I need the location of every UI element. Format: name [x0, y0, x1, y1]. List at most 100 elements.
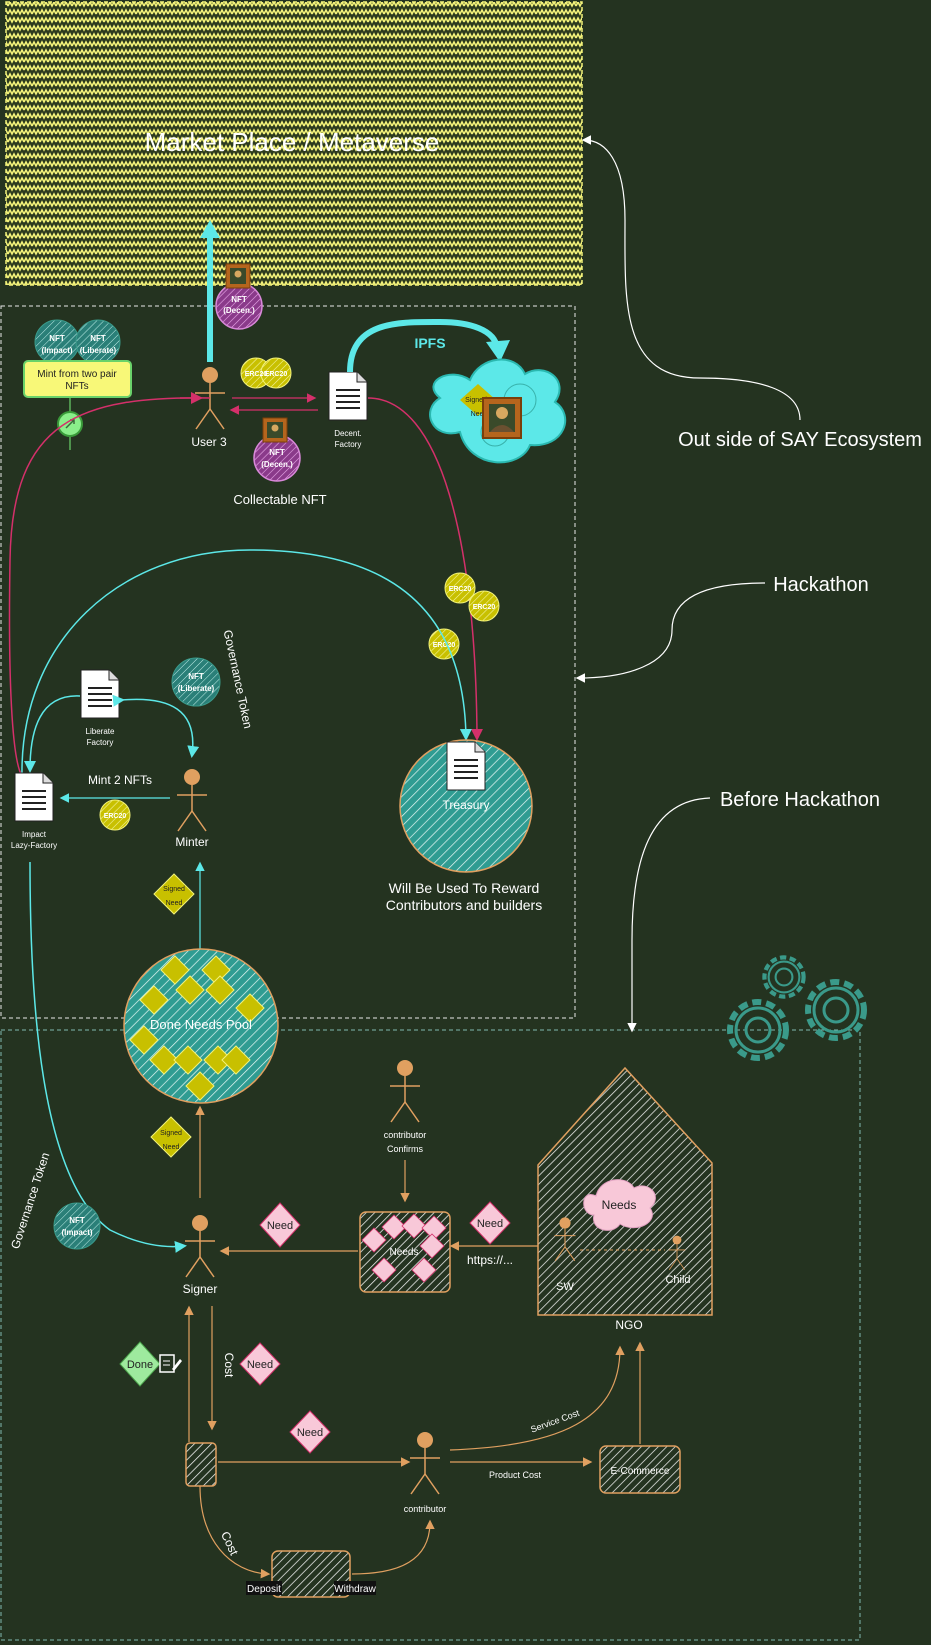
need-diamond-signer [259, 1202, 301, 1248]
impact-factory-doc-icon [14, 772, 54, 822]
minter-label: Minter [175, 835, 208, 849]
factory-to-treasury-arrow [367, 397, 483, 741]
need-diamond-cost [239, 1342, 281, 1386]
market-place-label: Market Place / Metaverse [145, 127, 440, 157]
sw-label: SW [556, 1281, 574, 1293]
edit-document-icon [159, 1354, 182, 1373]
needs-cloud-label: Needs [602, 1198, 637, 1212]
collectable-nft-label: Collectable NFT [233, 492, 326, 507]
market-place-region [5, 1, 583, 286]
needs-box-diamonds [361, 1213, 447, 1283]
svg-text:Done: Done [127, 1359, 153, 1371]
governance-token-arc [21, 549, 472, 777]
svg-text:NFT: NFT [49, 334, 65, 343]
svg-text:(Liberate): (Liberate) [80, 346, 117, 355]
done-needs-pool-label: Done Needs Pool [150, 1017, 252, 1032]
svg-text:Need: Need [297, 1427, 323, 1439]
svg-text:Need: Need [471, 411, 488, 418]
treasury-label: Treasury [443, 798, 490, 812]
svg-text:NFT: NFT [269, 448, 285, 457]
service-cost-arrow [449, 1345, 625, 1451]
cost-label-curve: Cost [218, 1529, 241, 1558]
svg-text:Need: Need [163, 1144, 180, 1151]
mint2-label: Mint 2 NFTs [88, 773, 152, 787]
product-cost-label: Product Cost [489, 1470, 542, 1480]
contributor-actor [409, 1431, 441, 1495]
decent-factory-label1: Decent. [334, 429, 362, 438]
needs-box-label: Needs [390, 1247, 419, 1258]
svg-text:Need: Need [267, 1220, 293, 1232]
mint-box-line2: NFTs [65, 381, 88, 392]
user3-label: User 3 [191, 435, 227, 449]
ipfs-label: IPFS [414, 335, 445, 351]
before-hackathon-label: Before Hackathon [720, 789, 880, 811]
erc20-token-3 [444, 572, 476, 604]
ngo-label: NGO [615, 1318, 642, 1332]
svg-text:NFT: NFT [69, 1216, 85, 1225]
decent-factory-doc-icon [328, 371, 368, 421]
factory-to-ipfs-arrow [347, 318, 500, 373]
svg-text:ERC20: ERC20 [433, 642, 456, 649]
erc20-token-5 [428, 628, 460, 660]
svg-text:Need: Need [477, 1218, 503, 1230]
ops-box [185, 1442, 217, 1487]
treasury-doc-icon [446, 741, 486, 791]
outside-pointer-arrow [581, 135, 801, 421]
mint-from-two-pairs-box[interactable] [23, 360, 132, 398]
signed-need-bottom [150, 1116, 192, 1158]
svg-text:NFT: NFT [90, 334, 106, 343]
impact-factory-label1: Impact [22, 830, 47, 839]
signer-actor [184, 1214, 216, 1278]
erc20-token-4 [468, 590, 500, 622]
impact-to-signer-arrow [29, 861, 187, 1253]
governance-token-label-top: Governance Token [221, 629, 256, 730]
ops-to-fund-arrow [199, 1485, 271, 1579]
impact-to-user3-curve [8, 397, 211, 777]
liberate-factory-label1: Liberate [86, 727, 115, 736]
hackathon-label: Hackathon [773, 574, 869, 596]
svg-text:Signed: Signed [465, 397, 487, 404]
gear-icon-small [764, 957, 803, 996]
svg-text:(Impact): (Impact) [61, 1228, 92, 1237]
svg-text:Signed: Signed [163, 886, 185, 893]
treasury-circle [399, 739, 533, 873]
impact-factory-label2: Lazy-Factory [11, 841, 57, 850]
need-diamond-contributor [289, 1410, 331, 1454]
erc20-token-minter [99, 799, 131, 831]
fund-box [271, 1550, 351, 1598]
signed-need-top [153, 873, 195, 915]
signer-label: Signer [183, 1282, 218, 1296]
nft-liberate-mid [171, 657, 221, 707]
reward-line2: Contributors and builders [386, 897, 542, 913]
svg-text:ERC20: ERC20 [473, 604, 496, 611]
withdraw-tag-bg [334, 1581, 376, 1595]
needs-cloud [583, 1179, 656, 1231]
need-diamond-ngo [469, 1201, 511, 1245]
svg-text:(Impact): (Impact) [41, 346, 72, 355]
minter-actor [176, 768, 208, 832]
svg-text:NFT: NFT [188, 672, 204, 681]
svg-text:(Decen.): (Decen.) [261, 460, 293, 469]
svg-text:ERC20: ERC20 [449, 586, 472, 593]
erc20-token-2 [260, 357, 292, 389]
decent-factory-label2: Factory [335, 440, 362, 449]
service-cost-label: Service Cost [529, 1408, 581, 1435]
nft-decen-top-sub: (Decen.) [223, 306, 255, 315]
svg-text:ERC20: ERC20 [104, 813, 127, 820]
liberate-factory-label2: Factory [87, 738, 114, 747]
svg-text:ERC20: ERC20 [245, 371, 268, 378]
hackathon-pointer-arrow [575, 582, 766, 683]
url-label: https://... [467, 1253, 513, 1267]
nft-impact-bottom [53, 1202, 101, 1250]
deposit-tag-bg [246, 1581, 282, 1595]
withdraw-label[interactable]: Withdraw [334, 1584, 376, 1595]
ecommerce-box [599, 1445, 681, 1494]
contributor-confirms-actor [389, 1059, 421, 1123]
contributor-label: contributor [404, 1504, 447, 1514]
outside-ecosystem-label: Out side of SAY Ecosystem [678, 429, 922, 451]
hackathon-region [0, 305, 576, 1019]
before-hackathon-region [0, 1029, 861, 1641]
deposit-label[interactable]: Deposit [247, 1584, 281, 1595]
liberate-impact-arrow [24, 695, 81, 773]
